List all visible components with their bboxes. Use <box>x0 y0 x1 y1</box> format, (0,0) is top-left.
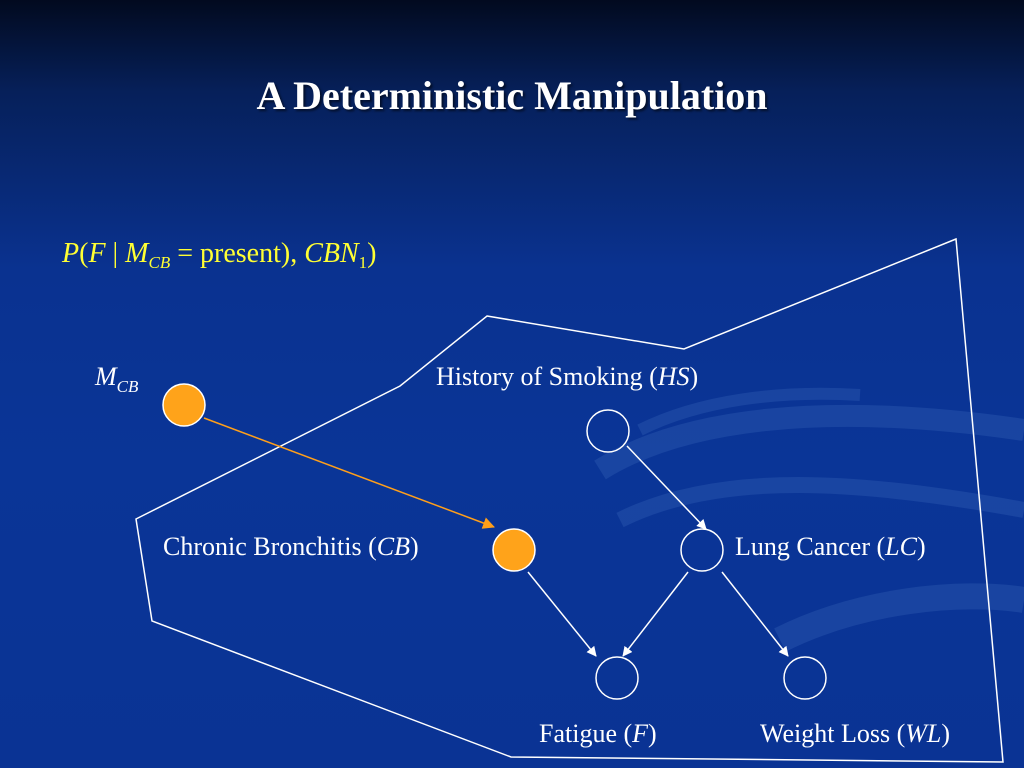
cb-label-abbr: CB <box>376 532 410 561</box>
lc-label-text: Lung Cancer ( <box>735 532 886 561</box>
edge-lc-to-wl <box>721 571 789 657</box>
node-label-hs: History of Smoking (HS) <box>436 362 698 392</box>
f-label-abbr: F <box>632 719 649 748</box>
formula-cbn: CBN <box>304 238 359 269</box>
system-boundary-polygon <box>135 237 1004 763</box>
node-wl[interactable] <box>783 656 827 700</box>
background-swirl-decoration <box>594 387 1024 652</box>
probability-formula: P(F | MCB = present), CBN1) <box>62 238 377 272</box>
manipulation-arrow <box>203 417 495 529</box>
node-f[interactable] <box>595 656 639 700</box>
f-label-text: Fatigue ( <box>539 719 633 748</box>
node-cb[interactable] <box>492 528 536 572</box>
cb-label-text: Chronic Bronchitis ( <box>163 532 377 561</box>
edge-lc-to-f <box>622 571 689 657</box>
hs-label-close: ) <box>689 362 699 391</box>
node-label-cb: Chronic Bronchitis (CB) <box>163 532 419 562</box>
formula-bar: | <box>105 238 126 269</box>
formula-cbn-sub: 1 <box>358 253 368 272</box>
wl-label-abbr: WL <box>905 719 942 748</box>
formula-f: F <box>88 238 106 269</box>
node-hs[interactable] <box>586 409 630 453</box>
edge-hs-to-lc <box>626 445 707 530</box>
f-label-close: ) <box>648 719 657 748</box>
formula-eq: = present), <box>170 238 305 269</box>
hs-label-text: History of Smoking ( <box>436 362 658 391</box>
node-label-f: Fatigue (F) <box>539 719 657 749</box>
hs-label-abbr: HS <box>657 362 690 391</box>
formula-m-sub: CB <box>148 253 171 272</box>
node-mcb[interactable] <box>162 383 206 427</box>
node-lc[interactable] <box>680 528 724 572</box>
mcb-label-main: M <box>95 362 117 391</box>
formula-open: ( <box>79 238 89 269</box>
node-label-wl: Weight Loss (WL) <box>760 719 950 749</box>
formula-p: P <box>62 238 80 269</box>
wl-label-close: ) <box>941 719 951 748</box>
edge-cb-to-f <box>527 571 597 657</box>
formula-m: M <box>125 238 149 269</box>
formula-close: ) <box>367 238 377 269</box>
wl-label-text: Weight Loss ( <box>760 719 906 748</box>
lc-label-abbr: LC <box>885 532 917 561</box>
node-label-lc: Lung Cancer (LC) <box>735 532 926 562</box>
node-label-mcb: MCB <box>95 362 138 395</box>
cb-label-close: ) <box>410 532 419 561</box>
slide-title: A Deterministic Manipulation <box>256 73 768 118</box>
mcb-label-sub: CB <box>116 377 139 396</box>
lc-label-close: ) <box>916 532 926 561</box>
